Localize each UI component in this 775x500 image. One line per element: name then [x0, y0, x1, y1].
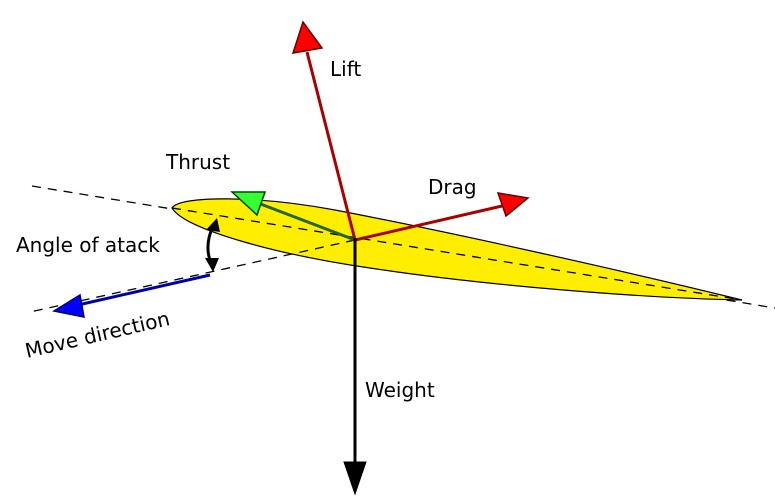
weight-label: Weight: [365, 378, 435, 402]
drag-arrow: [354, 192, 530, 242]
thrust-arrow: [230, 191, 356, 242]
weight-arrow: [343, 238, 367, 496]
chord-line-overlay: [171, 207, 743, 301]
angle-of-attack-label: Angle of atack: [16, 233, 160, 257]
angle-of-attack-arc: [205, 218, 220, 272]
lift-arrow: [291, 20, 357, 241]
lift-label: Lift: [330, 57, 361, 81]
move-direction-reference-line: [29, 239, 356, 313]
thrust-label: Thrust: [165, 150, 230, 174]
move-direction-arrow: [51, 273, 211, 318]
move-direction-label: Move direction: [23, 306, 172, 363]
drag-label: Drag: [428, 175, 477, 199]
